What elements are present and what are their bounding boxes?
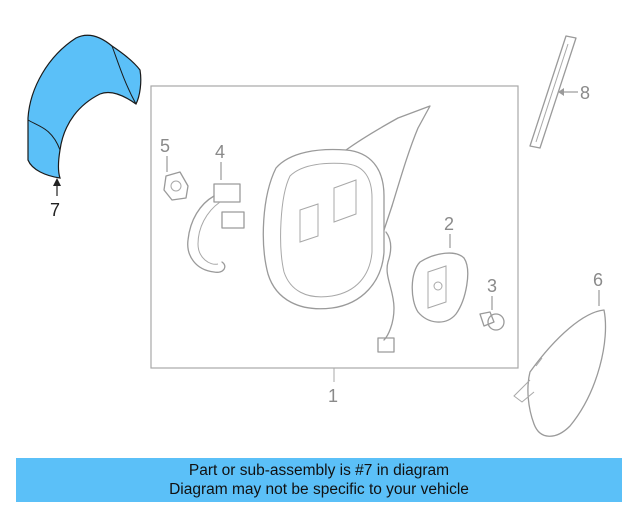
callout-7-label: 7 [50, 200, 60, 220]
parts-diagram: 7 8 1 5 4 [27, 34, 607, 437]
callout-6: 6 [593, 270, 603, 306]
callout-3: 3 [487, 276, 497, 310]
assembly-frame [150, 85, 519, 369]
disclaimer-note: Diagram may not be specific to your vehi… [169, 481, 469, 498]
part-8-trim-strip[interactable] [529, 35, 577, 149]
callout-7: 7 [50, 178, 61, 220]
callout-1: 1 [328, 368, 338, 406]
part-2-actuator[interactable] [411, 252, 469, 323]
part-4-harness[interactable] [187, 183, 245, 273]
part-note: Part or sub-assembly is #7 in diagram [188, 462, 450, 479]
callout-2-label: 2 [444, 214, 454, 234]
part-6-mirror-glass[interactable] [513, 309, 607, 437]
part-7-mirror-cover[interactable] [27, 34, 142, 179]
callout-8: 8 [558, 83, 590, 103]
callout-3-label: 3 [487, 276, 497, 296]
callout-5: 5 [160, 136, 170, 172]
callout-5-label: 5 [160, 136, 170, 156]
part-1-mirror-assembly[interactable] [262, 105, 431, 353]
callout-6-label: 6 [593, 270, 603, 290]
part-5-connector[interactable] [163, 171, 189, 201]
callout-1-label: 1 [328, 386, 338, 406]
part-3-screw[interactable] [479, 311, 505, 331]
callout-4: 4 [215, 142, 225, 180]
callout-8-label: 8 [580, 83, 590, 103]
callout-4-label: 4 [215, 142, 225, 162]
callout-2: 2 [444, 214, 454, 248]
diagram-note-banner: Part or sub-assembly is #7 in diagram Di… [16, 458, 622, 502]
